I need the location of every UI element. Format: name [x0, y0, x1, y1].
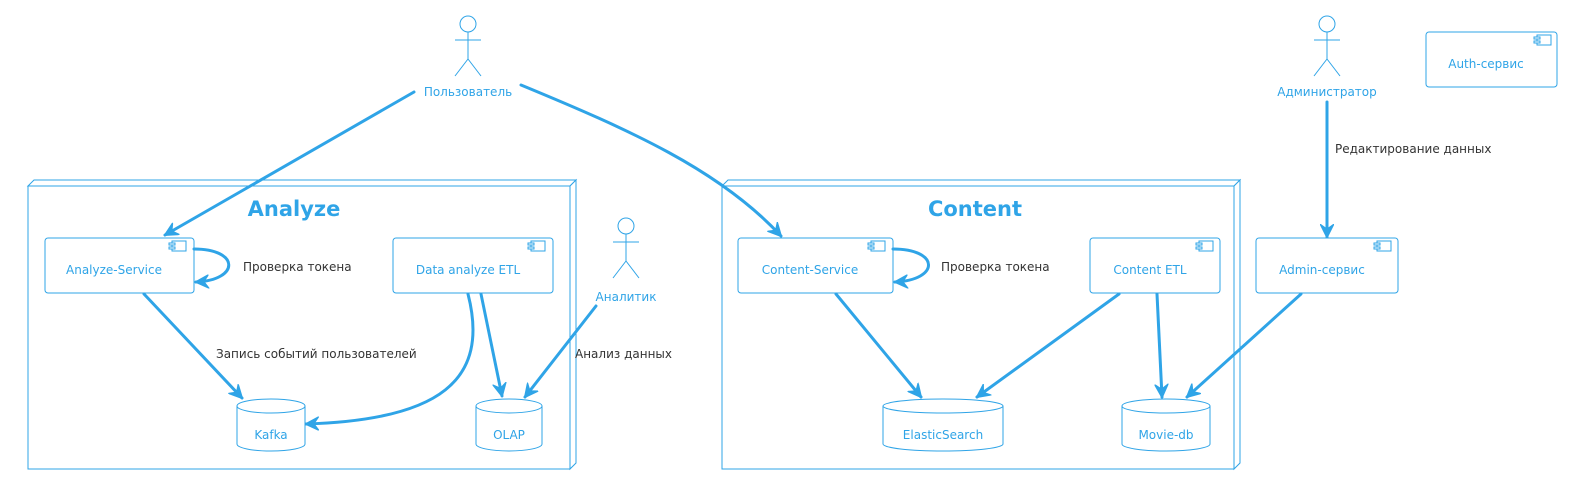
edge-admin-service-to-movie-db [1185, 292, 1303, 399]
analyst-actor[interactable]: Аналитик [596, 217, 657, 304]
admin-actor[interactable]: Администратор [1277, 15, 1377, 99]
component-icon [527, 240, 546, 252]
movie-db-label: Movie-db [1138, 428, 1193, 442]
analyze-node-title: Analyze [248, 197, 341, 221]
admin-actor-icon [1313, 15, 1341, 77]
edge-analyze-service-self [192, 247, 231, 282]
analyst-actor-label: Аналитик [596, 290, 657, 304]
content-etl-label: Content ETL [1113, 263, 1186, 277]
edge-analyze-service-to-kafka [142, 292, 244, 400]
data-analyze-etl-component[interactable]: Data analyze ETL [392, 237, 554, 294]
analyst-actor-icon [612, 217, 640, 279]
content-etl-component[interactable]: Content ETL [1089, 237, 1221, 294]
component-icon [1373, 240, 1392, 252]
edge-analyst-to-olap [523, 304, 598, 399]
edge-label-content-token-check: Проверка токена [941, 260, 1050, 274]
edge-label-write-user-events: Запись событий пользователей [216, 347, 417, 361]
analyze-service-label: Analyze-Service [66, 263, 162, 277]
content-node-title: Content [928, 197, 1022, 221]
edge-label-data-analysis: Анализ данных [575, 347, 672, 361]
edge-content-etl-to-elasticsearch [975, 292, 1121, 399]
movie-db-database[interactable]: Movie-db [1121, 398, 1211, 452]
auth-service-label: Auth-сервис [1448, 57, 1524, 71]
auth-service-component[interactable]: Auth-сервис [1425, 31, 1558, 88]
elasticsearch-database[interactable]: ElasticSearch [882, 398, 1004, 452]
component-icon [867, 240, 886, 252]
edge-content-service-to-elasticsearch [834, 292, 923, 399]
edge-data-etl-to-kafka [304, 292, 475, 424]
edge-content-service-self [891, 247, 930, 282]
edge-label-analyze-token-check: Проверка токена [243, 260, 352, 274]
kafka-label: Kafka [254, 428, 287, 442]
edge-user-to-content-service [519, 83, 783, 238]
admin-service-label: Admin-сервис [1279, 263, 1365, 277]
kafka-database[interactable]: Kafka [236, 398, 306, 452]
user-actor-icon [454, 15, 482, 77]
content-service-component[interactable]: Content-Service [737, 237, 894, 294]
user-actor[interactable]: Пользователь [424, 15, 512, 99]
edge-content-etl-to-movie-db [1157, 292, 1162, 399]
olap-database[interactable]: OLAP [475, 398, 543, 452]
admin-actor-label: Администратор [1277, 85, 1377, 99]
edge-user-to-analyze-service [163, 90, 416, 237]
olap-label: OLAP [493, 428, 525, 442]
elasticsearch-label: ElasticSearch [903, 428, 983, 442]
edge-data-etl-to-olap [479, 292, 502, 398]
data-analyze-etl-label: Data analyze ETL [416, 263, 521, 277]
component-icon [168, 240, 187, 252]
user-actor-label: Пользователь [424, 85, 512, 99]
content-service-label: Content-Service [762, 263, 858, 277]
component-icon [1195, 240, 1214, 252]
admin-service-component[interactable]: Admin-сервис [1255, 237, 1399, 294]
component-icon [1533, 34, 1552, 46]
analyze-service-component[interactable]: Analyze-Service [44, 237, 195, 294]
edge-label-data-editing: Редактирование данных [1335, 142, 1491, 156]
